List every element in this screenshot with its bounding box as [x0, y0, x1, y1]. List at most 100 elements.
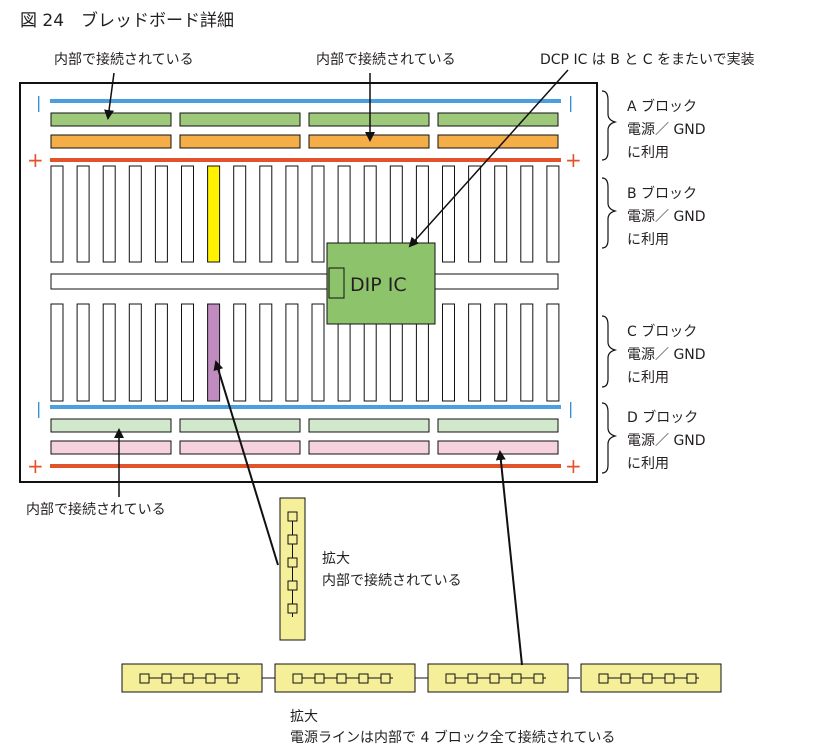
center-channel	[50, 273, 559, 290]
zoom-vertical-hole-1	[287, 511, 298, 522]
strip-a-orange-3	[308, 134, 430, 149]
block-b-line3: に利用	[627, 232, 669, 248]
column-b-17	[468, 165, 482, 263]
zoom-horizontal-hole-1-1	[139, 673, 150, 684]
label-bottom-left: 内部で接続されている	[26, 501, 166, 518]
strip-row-d-lightgreen	[50, 418, 559, 433]
block-c-line3: に利用	[627, 370, 669, 386]
strip-a-green-4	[437, 112, 559, 127]
column-b-8	[233, 165, 247, 263]
zoom-horizontal-hole-1-4	[205, 673, 216, 684]
zoom-vertical-hole-4	[287, 580, 298, 591]
column-c-16	[442, 303, 455, 402]
zoom-horizontal-hole-4-4	[664, 673, 675, 684]
zoom-horizontal-hole-3-2	[467, 673, 478, 684]
dip-ic-notch	[328, 267, 345, 299]
brace-c	[601, 315, 618, 388]
plus-symbol-a-right: +	[565, 148, 582, 172]
block-c-name: C ブロック	[627, 323, 697, 340]
block-a-line2: 電源／ GND	[627, 122, 706, 138]
block-a-line3: に利用	[627, 145, 669, 161]
column-b-16	[442, 165, 455, 263]
zoom2-title: 拡大	[290, 709, 318, 725]
column-b-4	[128, 165, 142, 263]
column-b-7	[207, 165, 221, 263]
column-group-b	[50, 165, 560, 263]
column-c-18	[494, 303, 508, 402]
zoom-horizontal-hole-2-5	[380, 673, 391, 684]
block-a-name: A ブロック	[627, 98, 697, 115]
strip-row-a-green	[50, 112, 559, 127]
column-c-9	[259, 303, 273, 402]
column-b-6	[181, 165, 194, 263]
column-b-20	[546, 165, 560, 263]
column-group-c	[50, 303, 560, 402]
block-b-line2: 電源／ GND	[627, 209, 706, 225]
strip-a-green-2	[179, 112, 301, 127]
label-top-mid: 内部で接続されている	[316, 51, 456, 68]
block-d-line2: 電源／ GND	[627, 433, 706, 449]
plus-symbol-d-right: +	[565, 454, 582, 478]
block-b-name: B ブロック	[627, 185, 697, 202]
column-c-8	[233, 303, 247, 402]
arrow-zoom-horizontal	[495, 450, 523, 666]
zoom1-title: 拡大	[322, 551, 350, 567]
zoom-vertical-hole-2	[287, 534, 298, 545]
block-d-name: D ブロック	[627, 409, 698, 426]
block-c-line2: 電源／ GND	[627, 347, 706, 363]
column-c-2	[76, 303, 90, 402]
zoom1-text: 内部で接続されている	[322, 572, 462, 589]
plus-symbol-d-left: +	[27, 454, 44, 478]
column-b-11	[311, 165, 325, 263]
zoom-horizontal-hole-2-3	[336, 673, 347, 684]
minus-symbol-d-right: |	[568, 399, 573, 418]
arrow-top-left	[104, 72, 115, 120]
label-top-left: 内部で接続されている	[54, 51, 194, 68]
minus-symbol-a-right: |	[568, 93, 573, 112]
minus-symbol-a-left: |	[36, 93, 41, 112]
column-c-17	[468, 303, 482, 402]
zoom-horizontal-hole-4-2	[620, 673, 631, 684]
strip-d-lightgreen-3	[308, 418, 430, 433]
column-b-9	[259, 165, 273, 263]
zoom-horizontal-hole-4-1	[598, 673, 609, 684]
brace-a	[601, 90, 618, 161]
label-top-right: DCP IC は B と C をまたいで実装	[540, 52, 755, 68]
column-c-1	[50, 303, 64, 402]
block-d-line3: に利用	[627, 456, 669, 472]
strip-d-lightgreen-1	[50, 418, 172, 433]
strip-row-d-pink	[50, 440, 559, 455]
strip-a-orange-2	[179, 134, 301, 149]
column-c-10	[285, 303, 299, 402]
strip-d-lightgreen-4	[437, 418, 559, 433]
zoom-horizontal-hole-1-3	[183, 673, 194, 684]
strip-d-pink-4	[437, 440, 559, 455]
brace-b	[601, 177, 618, 249]
strip-a-orange-1	[50, 134, 172, 149]
strip-a-orange-4	[437, 134, 559, 149]
zoom-horizontal-hole-3-4	[511, 673, 522, 684]
zoom-horizontal-hole-2-1	[292, 673, 303, 684]
zoom-vertical-holes	[287, 511, 298, 617]
zoom-horizontal-strips	[121, 663, 722, 693]
zoom-horizontal-hole-2-4	[358, 673, 369, 684]
zoom-horizontal-hole-3-5	[533, 673, 544, 684]
brace-d	[601, 402, 618, 474]
zoom-vertical-hole-3	[287, 557, 298, 568]
dip-ic-label: DIP IC	[350, 274, 407, 296]
column-b-5	[154, 165, 168, 263]
column-c-3	[102, 303, 116, 402]
strip-d-lightgreen-2	[179, 418, 301, 433]
strip-a-green-3	[308, 112, 430, 127]
column-c-5	[154, 303, 168, 402]
column-b-18	[494, 165, 508, 263]
zoom-horizontal-hole-1-2	[161, 673, 172, 684]
strip-d-pink-1	[50, 440, 172, 455]
column-b-19	[520, 165, 534, 263]
zoom-horizontal-hole-4-3	[642, 673, 653, 684]
column-c-19	[520, 303, 534, 402]
arrow-zoom-vertical	[213, 360, 279, 566]
column-b-3	[102, 165, 116, 263]
strip-a-green-1	[50, 112, 172, 127]
